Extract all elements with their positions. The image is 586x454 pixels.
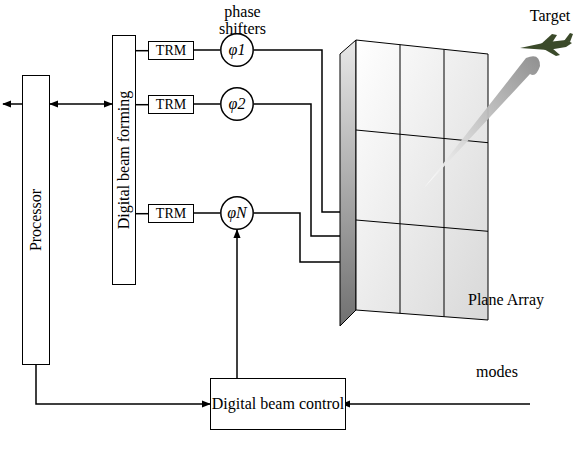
connector [236,230,238,378]
box-label: φ2 [229,95,246,113]
phase-shifter: φN [220,196,254,230]
beamforming-box: Digital beam forming [112,35,136,285]
box-label: TRM [156,97,186,112]
beam-control-box: Digital beam control [210,378,346,430]
connector [254,213,342,262]
box-label: Digital beam control [212,395,344,413]
connector [136,104,148,106]
connector [136,213,148,215]
connector [254,104,342,236]
modes-arrow [342,403,530,405]
plane-array: Plane Array [340,38,490,333]
phase-shifters-label: phase shifters [205,4,280,38]
array-label: Plane Array [468,292,544,309]
box-label: Processor [27,189,45,251]
connector [254,50,342,212]
array-panel [340,38,490,333]
target-label: Target [522,8,578,25]
output-arrow [3,103,22,105]
connector [136,50,148,52]
connector [194,49,220,51]
connector [36,365,210,404]
connector [194,212,220,214]
trm-box: TRM [148,204,194,223]
phase-shifter: φ1 [220,33,254,67]
phase-shifter: φ2 [220,87,254,121]
connector [194,103,220,105]
box-label: φN [227,204,247,222]
box-label: TRM [156,206,186,221]
trm-box: TRM [148,95,194,114]
box-label: φ1 [229,41,246,59]
connector [50,103,112,105]
aircraft-icon [520,33,573,56]
box-label: TRM [156,43,186,58]
trm-box: TRM [148,41,194,60]
processor-box: Processor [22,75,50,365]
box-label: Digital beam forming [115,91,133,230]
modes-label: modes [462,364,532,381]
